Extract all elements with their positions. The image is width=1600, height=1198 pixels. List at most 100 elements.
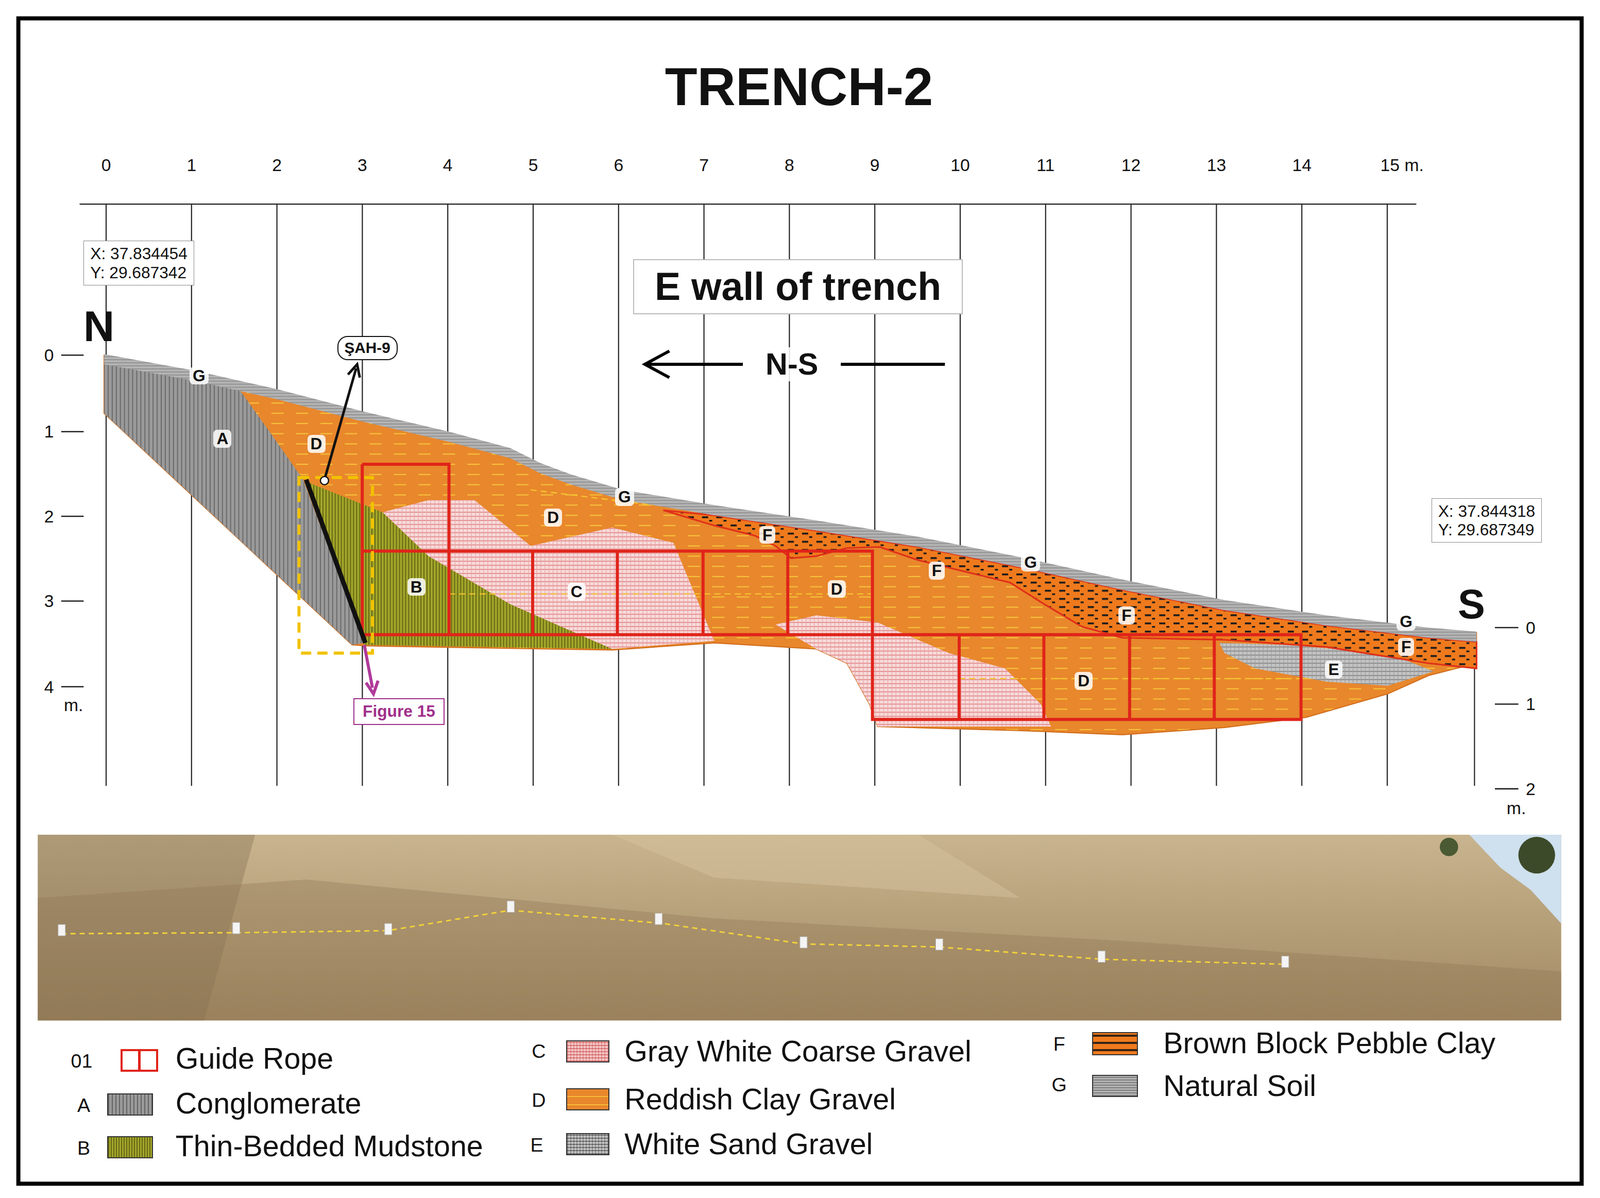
photo-shade (37, 879, 1561, 1020)
unit-letter: F (759, 525, 776, 544)
direction-letter: N (83, 302, 115, 351)
brown-block-pebble-clay-unit (663, 509, 1477, 669)
legend-letter: D (531, 1089, 546, 1111)
legend-swatch (1092, 1031, 1138, 1056)
fault-line (305, 479, 366, 643)
wall-title-box: E wall of trench (633, 259, 963, 314)
sample-leader-head (347, 364, 360, 378)
legend-swatch (120, 1048, 159, 1072)
node-text: Y: 29.687342 (90, 263, 188, 282)
detail-frame (298, 477, 373, 654)
legend-text: Natural Soil (1163, 1069, 1317, 1102)
depth-tick (1494, 703, 1519, 705)
scale-number: 1 (186, 155, 197, 175)
scale-number: 7 (699, 155, 709, 175)
depth-ticks (61, 354, 1519, 789)
legend-swatch (566, 1087, 609, 1111)
unit-letter: D (307, 434, 326, 453)
depth-tick (61, 600, 84, 602)
photo-tag (655, 912, 663, 925)
legend-text: Thin-Bedded Mudstone (175, 1129, 484, 1163)
photo-rope (61, 910, 1286, 965)
photo-tag (1097, 950, 1105, 963)
coordinate-box: X: 37.834454Y: 29.687342 (83, 240, 194, 286)
photo-tag (506, 900, 515, 913)
scale-number: 11 (1036, 155, 1055, 175)
depth-tick (61, 430, 84, 433)
depth-number: 0 (1525, 618, 1536, 638)
node-text: X: 37.834454 (90, 244, 188, 263)
depth-tick (61, 354, 84, 356)
scale-number: 14 (1291, 155, 1312, 175)
legend-letter: B (77, 1137, 91, 1159)
legend-letter: C (531, 1040, 546, 1062)
legend-text: Reddish Clay Gravel (624, 1082, 896, 1116)
unit-letter: D (1074, 671, 1093, 690)
level-line (530, 489, 654, 506)
legend-letter: 01 (71, 1050, 93, 1072)
scale-number: 15 m. (1380, 155, 1424, 175)
legend-text: Gray White Coarse Gravel (624, 1034, 972, 1068)
scale-number: 5 (528, 155, 539, 175)
diagram-title: TRENCH-2 (665, 57, 934, 116)
coarse-gravel-unit (382, 499, 715, 649)
unit-letter: C (567, 582, 586, 601)
unit-letter: E (1324, 660, 1342, 679)
figure-leader (364, 644, 373, 688)
unit-letter: F (928, 561, 945, 580)
legend-swatch (566, 1132, 609, 1156)
scale-number: 10 (950, 155, 970, 175)
arrow-head (644, 350, 670, 378)
depth-tick (1494, 788, 1519, 790)
legend-swatch (107, 1135, 153, 1159)
coordinate-box: X: 37.844318Y: 29.687349 (1431, 498, 1542, 543)
photo-tag (1281, 956, 1289, 968)
legend-text: Conglomerate (175, 1086, 362, 1120)
scale-number: 2 (271, 155, 282, 175)
depth-number: m. (1506, 798, 1526, 818)
scale-number: 8 (784, 155, 795, 175)
scale-number: 0 (101, 155, 112, 175)
legend-swatch (1092, 1074, 1138, 1098)
unit-letter: B (407, 577, 426, 597)
guide-rope-grid (362, 464, 1301, 720)
grid-line (1386, 203, 1388, 786)
photo-plant (1518, 836, 1556, 874)
node-text: X: 37.844318 (1438, 501, 1536, 521)
depth-number: 4 (44, 677, 55, 697)
figure-callout: Figure 15 (353, 698, 445, 725)
scale-number: 6 (613, 155, 624, 175)
direction-letter: S (1457, 581, 1486, 627)
arrow-shaft (647, 362, 743, 366)
scale-number: 3 (357, 155, 368, 175)
photo-tag (800, 936, 808, 948)
depth-tick (1494, 626, 1519, 629)
unit-letter: G (189, 366, 209, 385)
unit-letter: G (1396, 612, 1416, 631)
photo-tag (384, 923, 393, 935)
scale-number: 12 (1121, 155, 1141, 175)
depth-number: 2 (1525, 779, 1536, 799)
legend-letter: E (530, 1134, 543, 1156)
scale-number: 9 (870, 155, 880, 175)
figure-frame (18, 18, 1582, 1184)
legend-letter: A (77, 1094, 91, 1116)
unit-letter: D (827, 580, 846, 599)
depth-number: 0 (44, 345, 55, 365)
node-text: E wall of trench (654, 264, 942, 310)
unit-letter: D (543, 508, 563, 527)
depth-number: 1 (44, 421, 55, 441)
grid-line (105, 203, 107, 786)
photo-sky (1469, 834, 1561, 924)
legend-text: Guide Rope (175, 1042, 334, 1075)
photo-tag (935, 938, 943, 950)
legend-letter: G (1051, 1074, 1067, 1096)
unit-letter: A (213, 429, 232, 448)
depth-tick (61, 686, 84, 688)
scale-number: 13 (1206, 155, 1227, 175)
photo-tags (58, 900, 1289, 968)
level-line (449, 592, 873, 594)
photo-tag (58, 924, 66, 936)
